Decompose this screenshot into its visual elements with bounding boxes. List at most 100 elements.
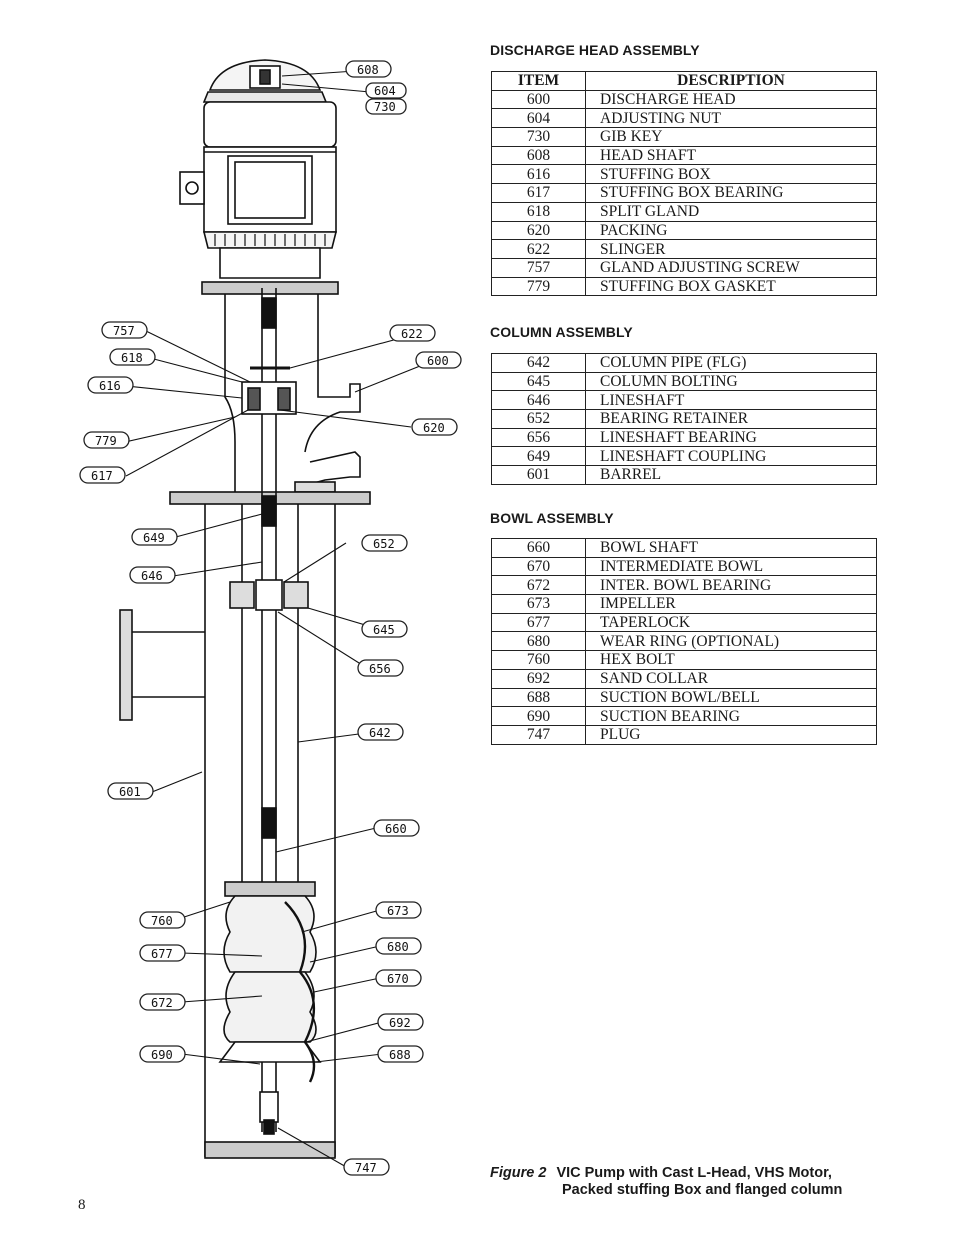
figure-label: Figure 2	[490, 1165, 547, 1181]
callout-642: 642	[357, 723, 404, 741]
callout-600: 600	[415, 351, 462, 369]
svg-text:680: 680	[387, 940, 409, 954]
svg-text:601: 601	[119, 785, 141, 799]
part-item-number: 757	[491, 257, 586, 278]
part-description: LINESHAFT COUPLING	[585, 446, 877, 467]
callout-673: 673	[375, 901, 422, 919]
svg-text:779: 779	[95, 434, 117, 448]
part-description: IMPELLER	[585, 594, 877, 614]
part-item-number: 652	[491, 409, 586, 429]
part-description: INTERMEDIATE BOWL	[585, 556, 877, 577]
part-item-number: 618	[491, 201, 586, 222]
svg-text:622: 622	[401, 327, 423, 341]
svg-text:688: 688	[389, 1048, 411, 1062]
callout-649: 649	[131, 528, 178, 546]
part-item-number: 601	[491, 465, 586, 485]
svg-text:677: 677	[151, 947, 173, 961]
callout-690: 690	[139, 1045, 186, 1063]
callout-779: 779	[83, 431, 130, 449]
discharge-section-title: DISCHARGE HEAD ASSEMBLY	[490, 42, 700, 58]
svg-text:652: 652	[373, 537, 395, 551]
part-item-number: 670	[491, 556, 586, 577]
pump-cross-section-drawing: 608 604 730 757 622 618 600 616 779 620 …	[70, 52, 470, 1182]
callout-677: 677	[139, 944, 186, 962]
svg-text:604: 604	[374, 84, 396, 98]
part-item-number: 680	[491, 631, 586, 652]
bowl-section-title: BOWL ASSEMBLY	[490, 510, 614, 526]
svg-text:672: 672	[151, 996, 173, 1010]
svg-text:673: 673	[387, 904, 409, 918]
part-item-number: 747	[491, 724, 586, 745]
part-item-number: 688	[491, 687, 586, 708]
part-item-number: 646	[491, 390, 586, 411]
callout-757: 757	[101, 321, 148, 339]
header-description: DESCRIPTION	[585, 71, 877, 91]
part-description: HEAD SHAFT	[585, 145, 877, 166]
svg-text:760: 760	[151, 914, 173, 928]
svg-text:600: 600	[427, 354, 449, 368]
callout-692: 692	[377, 1013, 424, 1031]
part-description: STUFFING BOX GASKET	[585, 276, 877, 297]
svg-text:646: 646	[141, 569, 163, 583]
callout-747: 747	[343, 1158, 390, 1176]
part-item-number: 656	[491, 427, 586, 448]
callout-660: 660	[373, 819, 420, 837]
callout-760: 760	[139, 911, 186, 929]
callout-670: 670	[375, 969, 422, 987]
part-description: SAND COLLAR	[585, 668, 877, 689]
svg-text:690: 690	[151, 1048, 173, 1062]
svg-text:617: 617	[91, 469, 113, 483]
svg-text:618: 618	[121, 351, 143, 365]
svg-text:692: 692	[389, 1016, 411, 1030]
callout-618: 618	[109, 348, 156, 366]
part-description: INTER. BOWL BEARING	[585, 575, 877, 596]
part-description: STUFFING BOX	[585, 164, 877, 185]
part-description: DISCHARGE HEAD	[585, 89, 877, 110]
callout-680: 680	[375, 937, 422, 955]
part-description: COLUMN PIPE (FLG)	[585, 353, 877, 373]
caption-line-1: VIC Pump with Cast L-Head, VHS Motor,	[556, 1165, 832, 1181]
callout-645: 645	[361, 620, 408, 638]
callout-601: 601	[107, 782, 154, 800]
part-item-number: 617	[491, 183, 586, 203]
part-item-number: 672	[491, 575, 586, 596]
part-description: LINESHAFT BEARING	[585, 427, 877, 448]
part-description: STUFFING BOX BEARING	[585, 183, 877, 203]
part-item-number: 673	[491, 594, 586, 614]
part-description: TAPERLOCK	[585, 612, 877, 633]
part-item-number: 620	[491, 220, 586, 241]
svg-text:642: 642	[369, 726, 391, 740]
part-description: GLAND ADJUSTING SCREW	[585, 257, 877, 278]
part-description: ADJUSTING NUT	[585, 108, 877, 129]
header-item: ITEM	[491, 71, 586, 91]
callout-652: 652	[361, 534, 408, 552]
part-item-number: 600	[491, 89, 586, 110]
part-item-number: 677	[491, 612, 586, 633]
page-number: 8	[78, 1197, 86, 1213]
part-item-number: 604	[491, 108, 586, 129]
part-description: LINESHAFT	[585, 390, 877, 411]
callout-620: 620	[411, 418, 458, 436]
